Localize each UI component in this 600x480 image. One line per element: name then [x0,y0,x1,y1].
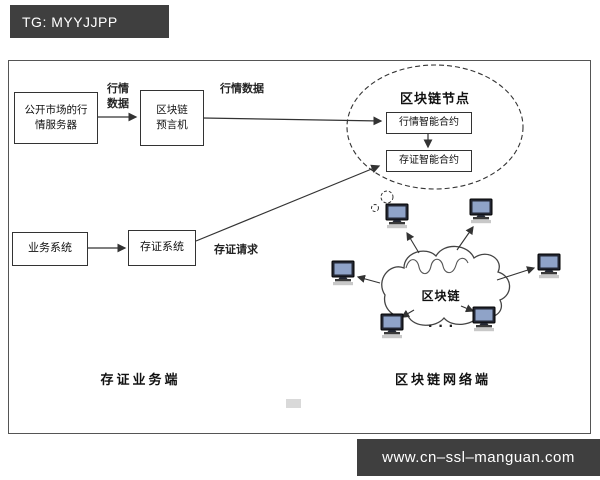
label-attest-request: 存证请求 [214,244,258,256]
artifact-mark [286,399,301,408]
watermark-top: TG: MYYJJPP [10,5,169,38]
label-quote-data-horizontal: 行情数据 [220,83,264,95]
section-label-left: 存证业务端 [100,372,181,387]
node-title: 区块链节点 [399,91,470,106]
business-system-box: 业务系统 [12,232,88,266]
label-quote-data-vertical: 行情 数据 [107,83,129,110]
market-server-box: 公开市场的行 情服务器 [14,92,98,144]
section-label-right: 区块链网络端 [394,372,491,387]
attest-contract-box: 存证智能合约 [386,150,472,172]
network-dots: ··· [428,318,459,335]
watermark-bottom: www.cn–ssl–manguan.com [357,439,600,476]
cloud-label: 区块链 [421,289,461,303]
attest-system-box: 存证系统 [128,230,196,266]
quote-contract-box: 行情智能合约 [386,112,472,134]
oracle-box: 区块链 预言机 [140,90,204,146]
